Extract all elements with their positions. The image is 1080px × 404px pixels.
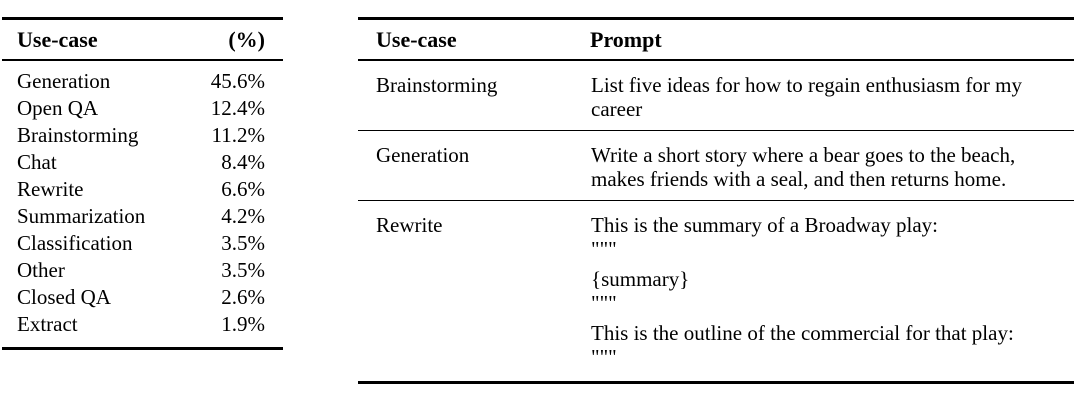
- table-row: Rewrite 6.6%: [2, 176, 283, 203]
- usecase-percent: 6.6%: [221, 177, 265, 201]
- example-usecase-label: Brainstorming: [358, 59, 590, 131]
- distribution-header-usecase: Use-case: [2, 18, 177, 61]
- usecase-percent: 8.4%: [221, 150, 265, 174]
- examples-header-usecase: Use-case: [358, 18, 590, 61]
- prompt-paragraph: List five ideas for how to regain enthus…: [591, 73, 1022, 121]
- usecase-percent: 3.5%: [221, 258, 265, 282]
- usecase-label: Generation: [17, 69, 111, 93]
- table-row: Brainstorming List five ideas for how to…: [358, 59, 1074, 131]
- distribution-header-percent: (%): [177, 18, 283, 61]
- example-usecase-label: Generation: [358, 130, 590, 201]
- usecase-label: Brainstorming: [17, 123, 139, 147]
- example-prompt-text: Write a short story where a bear goes to…: [590, 130, 1074, 201]
- usecase-label: Classification: [17, 231, 133, 255]
- table-row: Other 3.5%: [2, 257, 283, 284]
- prompt-paragraph: {summary} """: [591, 267, 690, 315]
- table-row: Brainstorming 11.2%: [2, 122, 283, 149]
- table-row: Classification 3.5%: [2, 230, 283, 257]
- example-prompt-text: This is the summary of a Broadway play: …: [590, 200, 1074, 383]
- usecase-percent: 4.2%: [221, 204, 265, 228]
- table-row: Generation Write a short story where a b…: [358, 130, 1074, 201]
- usecase-percent: 45.6%: [210, 69, 265, 93]
- usecase-label: Open QA: [17, 96, 99, 120]
- usecase-label: Other: [17, 258, 65, 282]
- usecase-percent: 2.6%: [221, 285, 265, 309]
- prompt-paragraph: Write a short story where a bear goes to…: [591, 143, 1016, 191]
- distribution-header-row: Use-case (%): [2, 18, 283, 61]
- example-usecase-label: Rewrite: [358, 200, 590, 383]
- table-row: Closed QA 2.6%: [2, 284, 283, 311]
- usecase-label: Chat: [17, 150, 57, 174]
- examples-header-prompt: Prompt: [590, 18, 1074, 61]
- table-row: Generation 45.6%: [2, 60, 283, 95]
- table-row: Summarization 4.2%: [2, 203, 283, 230]
- usecase-label: Extract: [17, 312, 78, 336]
- table-row: Chat 8.4%: [2, 149, 283, 176]
- examples-header-row: Use-case Prompt: [358, 18, 1074, 61]
- example-prompt-text: List five ideas for how to regain enthus…: [590, 59, 1074, 131]
- usecase-distribution-table: Use-case (%) Generation 45.6% Open QA 12…: [2, 17, 283, 350]
- usecase-percent: 12.4%: [210, 96, 265, 120]
- prompt-paragraph: This is the outline of the commercial fo…: [591, 321, 1014, 369]
- prompt-paragraph: This is the summary of a Broadway play: …: [591, 213, 939, 261]
- table-row: Open QA 12.4%: [2, 95, 283, 122]
- prompt-examples-table: Use-case Prompt Brainstorming List five …: [358, 17, 1074, 384]
- usecase-label: Rewrite: [17, 177, 84, 201]
- usecase-percent: 1.9%: [221, 312, 265, 336]
- usecase-percent: 3.5%: [221, 231, 265, 255]
- usecase-label: Summarization: [17, 204, 146, 228]
- usecase-label: Closed QA: [17, 285, 111, 309]
- table-row: Rewrite This is the summary of a Broadwa…: [358, 200, 1074, 383]
- table-row: Extract 1.9%: [2, 311, 283, 349]
- usecase-percent: 11.2%: [211, 123, 265, 147]
